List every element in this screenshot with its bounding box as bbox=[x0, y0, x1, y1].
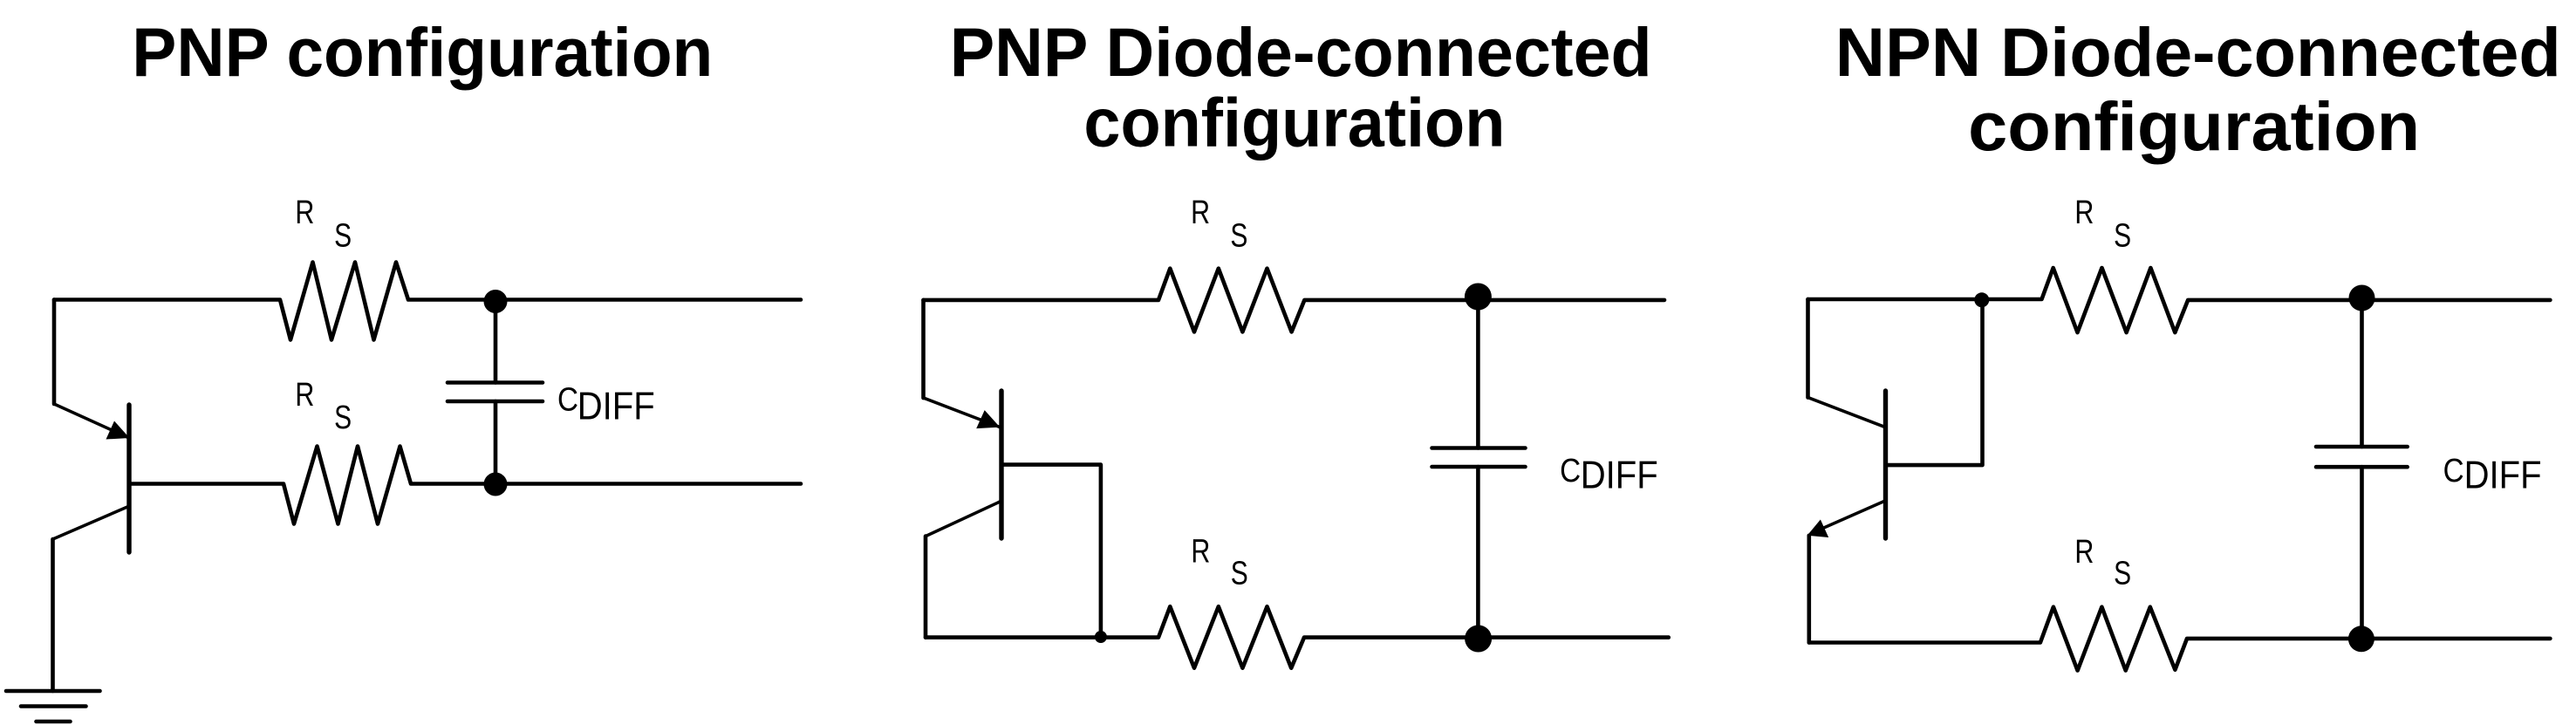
svg-text:R: R bbox=[2074, 195, 2094, 231]
svg-text:S: S bbox=[1230, 217, 1247, 254]
svg-text:DIFF: DIFF bbox=[1581, 455, 1658, 497]
svg-text:DIFF: DIFF bbox=[2464, 455, 2542, 497]
svg-text:S: S bbox=[2114, 217, 2131, 254]
svg-text:S: S bbox=[334, 400, 352, 436]
svg-text:PNP Diode-connected: PNP Diode-connected bbox=[950, 14, 1652, 91]
svg-text:R: R bbox=[295, 195, 314, 231]
svg-text:C: C bbox=[2443, 453, 2464, 489]
svg-text:configuration: configuration bbox=[1968, 88, 2420, 165]
svg-text:R: R bbox=[295, 377, 314, 414]
svg-text:PNP configuration: PNP configuration bbox=[132, 14, 713, 91]
svg-text:DIFF: DIFF bbox=[577, 386, 655, 428]
svg-text:configuration: configuration bbox=[1083, 85, 1505, 161]
svg-text:R: R bbox=[1191, 534, 1210, 571]
svg-text:S: S bbox=[2114, 556, 2131, 592]
svg-text:C: C bbox=[557, 382, 578, 419]
svg-text:S: S bbox=[334, 217, 352, 254]
svg-text:C: C bbox=[1560, 453, 1581, 489]
svg-text:R: R bbox=[1191, 195, 1210, 231]
svg-text:S: S bbox=[1231, 556, 1248, 592]
svg-text:NPN Diode-connected: NPN Diode-connected bbox=[1835, 14, 2561, 91]
svg-text:R: R bbox=[2074, 534, 2094, 571]
